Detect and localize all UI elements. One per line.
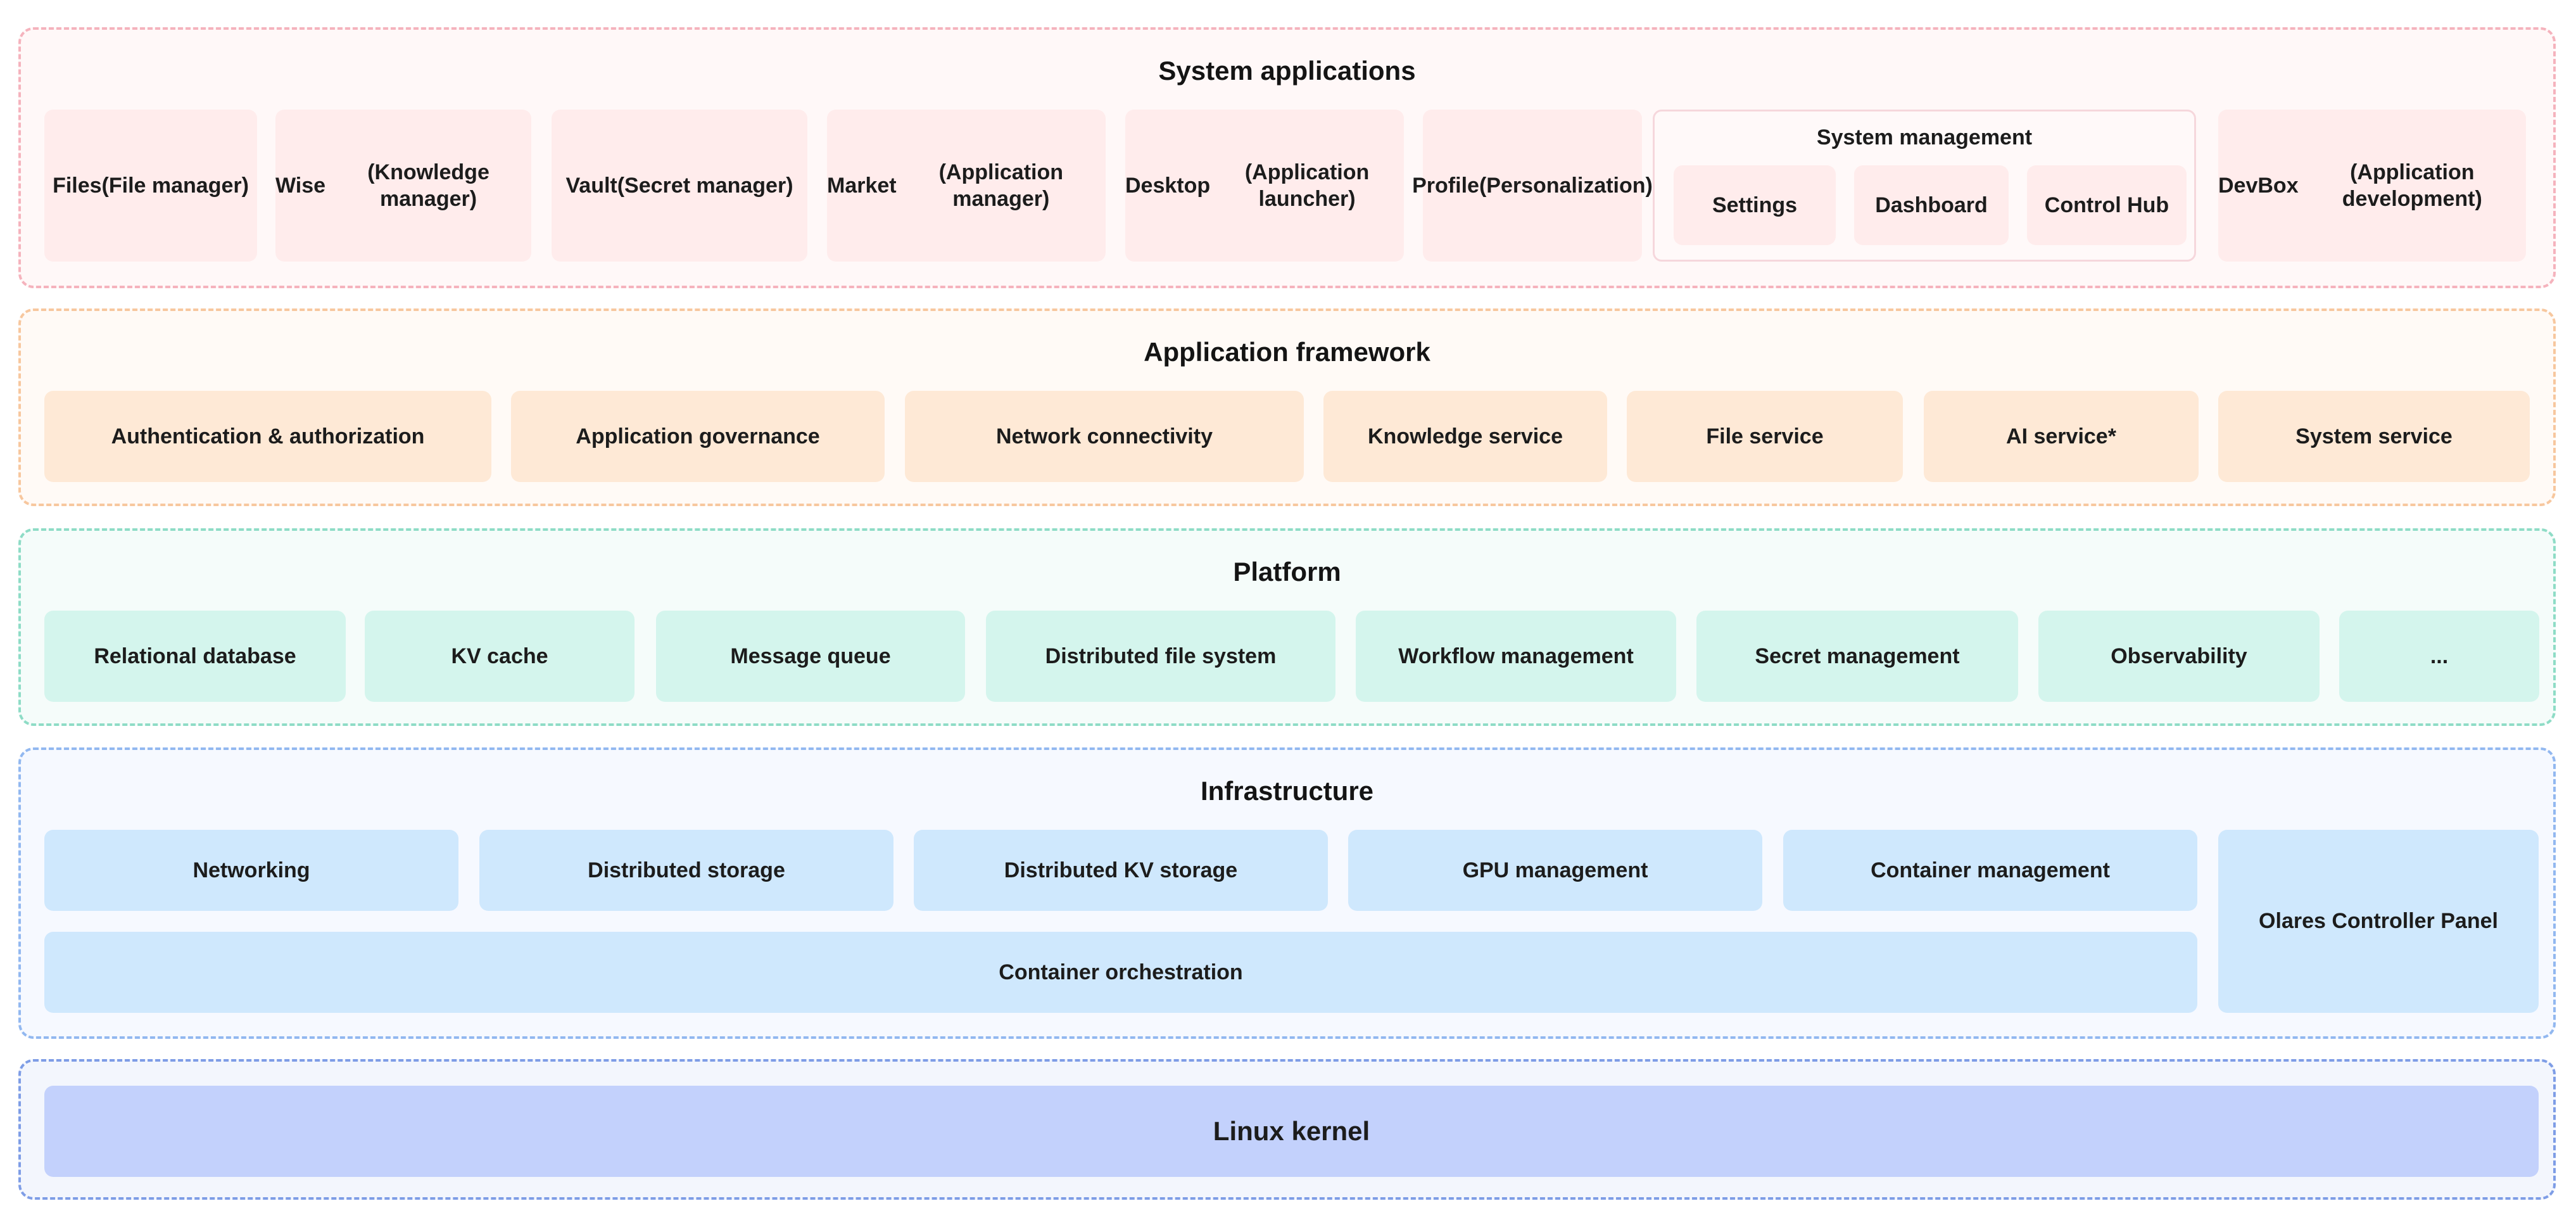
- framework-authentication: Authentication & authorization: [44, 391, 491, 482]
- app-files: Files (File manager): [44, 110, 257, 262]
- app-dashboard: Dashboard: [1854, 165, 2009, 245]
- linux-kernel-box: Linux kernel: [44, 1086, 2539, 1177]
- app-description: (Knowledge manager): [367, 160, 489, 212]
- app-description: (Personalization): [1479, 173, 1653, 198]
- framework-ai-service: AI service*: [1924, 391, 2199, 482]
- platform-secret-management: Secret management: [1696, 611, 2018, 702]
- layer-title-application-framework: Application framework: [1144, 337, 1430, 367]
- framework-file-service: File service: [1627, 391, 1903, 482]
- app-name: Desktop: [1125, 173, 1211, 198]
- framework-app-governance: Application governance: [511, 391, 885, 482]
- app-market: Market (Application manager): [827, 110, 1106, 262]
- infra-gpu-management: GPU management: [1348, 830, 1762, 911]
- app-control-hub: Control Hub: [2027, 165, 2187, 245]
- system-management-group: System management Settings Dashboard Con…: [1653, 110, 2196, 262]
- linux-kernel-layer: Linux kernel: [18, 1059, 2556, 1200]
- platform-kv-cache: KV cache: [365, 611, 635, 702]
- app-name: DevBox: [2218, 173, 2299, 198]
- system-management-title: System management: [1816, 125, 2033, 149]
- app-devbox: DevBox (Application development): [2218, 110, 2526, 262]
- layer-title-platform: Platform: [1233, 557, 1341, 587]
- app-description: (Application development): [2342, 160, 2482, 212]
- app-settings: Settings: [1674, 165, 1836, 245]
- app-desktop: Desktop (Application launcher): [1125, 110, 1404, 262]
- platform-message-queue: Message queue: [656, 611, 965, 702]
- app-name: Vault: [565, 173, 617, 198]
- platform-workflow-management: Workflow management: [1356, 611, 1676, 702]
- app-name: Market: [827, 173, 897, 198]
- framework-system-service: System service: [2218, 391, 2530, 482]
- application-framework-layer: Application framework Authentication & a…: [18, 308, 2556, 506]
- infra-container-orchestration: Container orchestration: [44, 932, 2197, 1013]
- platform-relational-database: Relational database: [44, 611, 346, 702]
- layer-title-infrastructure: Infrastructure: [1200, 776, 1374, 806]
- platform-layer: Platform Relational database KV cache Me…: [18, 528, 2556, 726]
- framework-network-connectivity: Network connectivity: [905, 391, 1304, 482]
- app-vault: Vault (Secret manager): [552, 110, 807, 262]
- infra-networking: Networking: [44, 830, 458, 911]
- app-description: (Application launcher): [1244, 160, 1370, 212]
- app-name: Wise: [275, 173, 326, 198]
- infra-distributed-storage: Distributed storage: [479, 830, 893, 911]
- platform-more: ...: [2339, 611, 2539, 702]
- app-name: Profile: [1412, 173, 1479, 198]
- infra-olares-controller-panel: Olares Controller Panel: [2218, 830, 2539, 1013]
- app-description: (Secret manager): [617, 173, 793, 198]
- infra-distributed-kv-storage: Distributed KV storage: [914, 830, 1328, 911]
- app-name: Files: [53, 173, 102, 198]
- app-wise: Wise (Knowledge manager): [275, 110, 531, 262]
- layer-title-system-applications: System applications: [1158, 56, 1416, 86]
- platform-observability: Observability: [2038, 611, 2320, 702]
- app-description: (Application manager): [938, 160, 1064, 212]
- framework-knowledge-service: Knowledge service: [1323, 391, 1607, 482]
- app-profile: Profile (Personalization): [1412, 110, 1653, 262]
- infrastructure-layer: Infrastructure Networking Distributed st…: [18, 747, 2556, 1039]
- platform-distributed-file-system: Distributed file system: [986, 611, 1335, 702]
- system-applications-layer: System applications Files (File manager)…: [18, 27, 2556, 288]
- infra-container-management: Container management: [1783, 830, 2197, 911]
- app-description: (File manager): [101, 173, 249, 198]
